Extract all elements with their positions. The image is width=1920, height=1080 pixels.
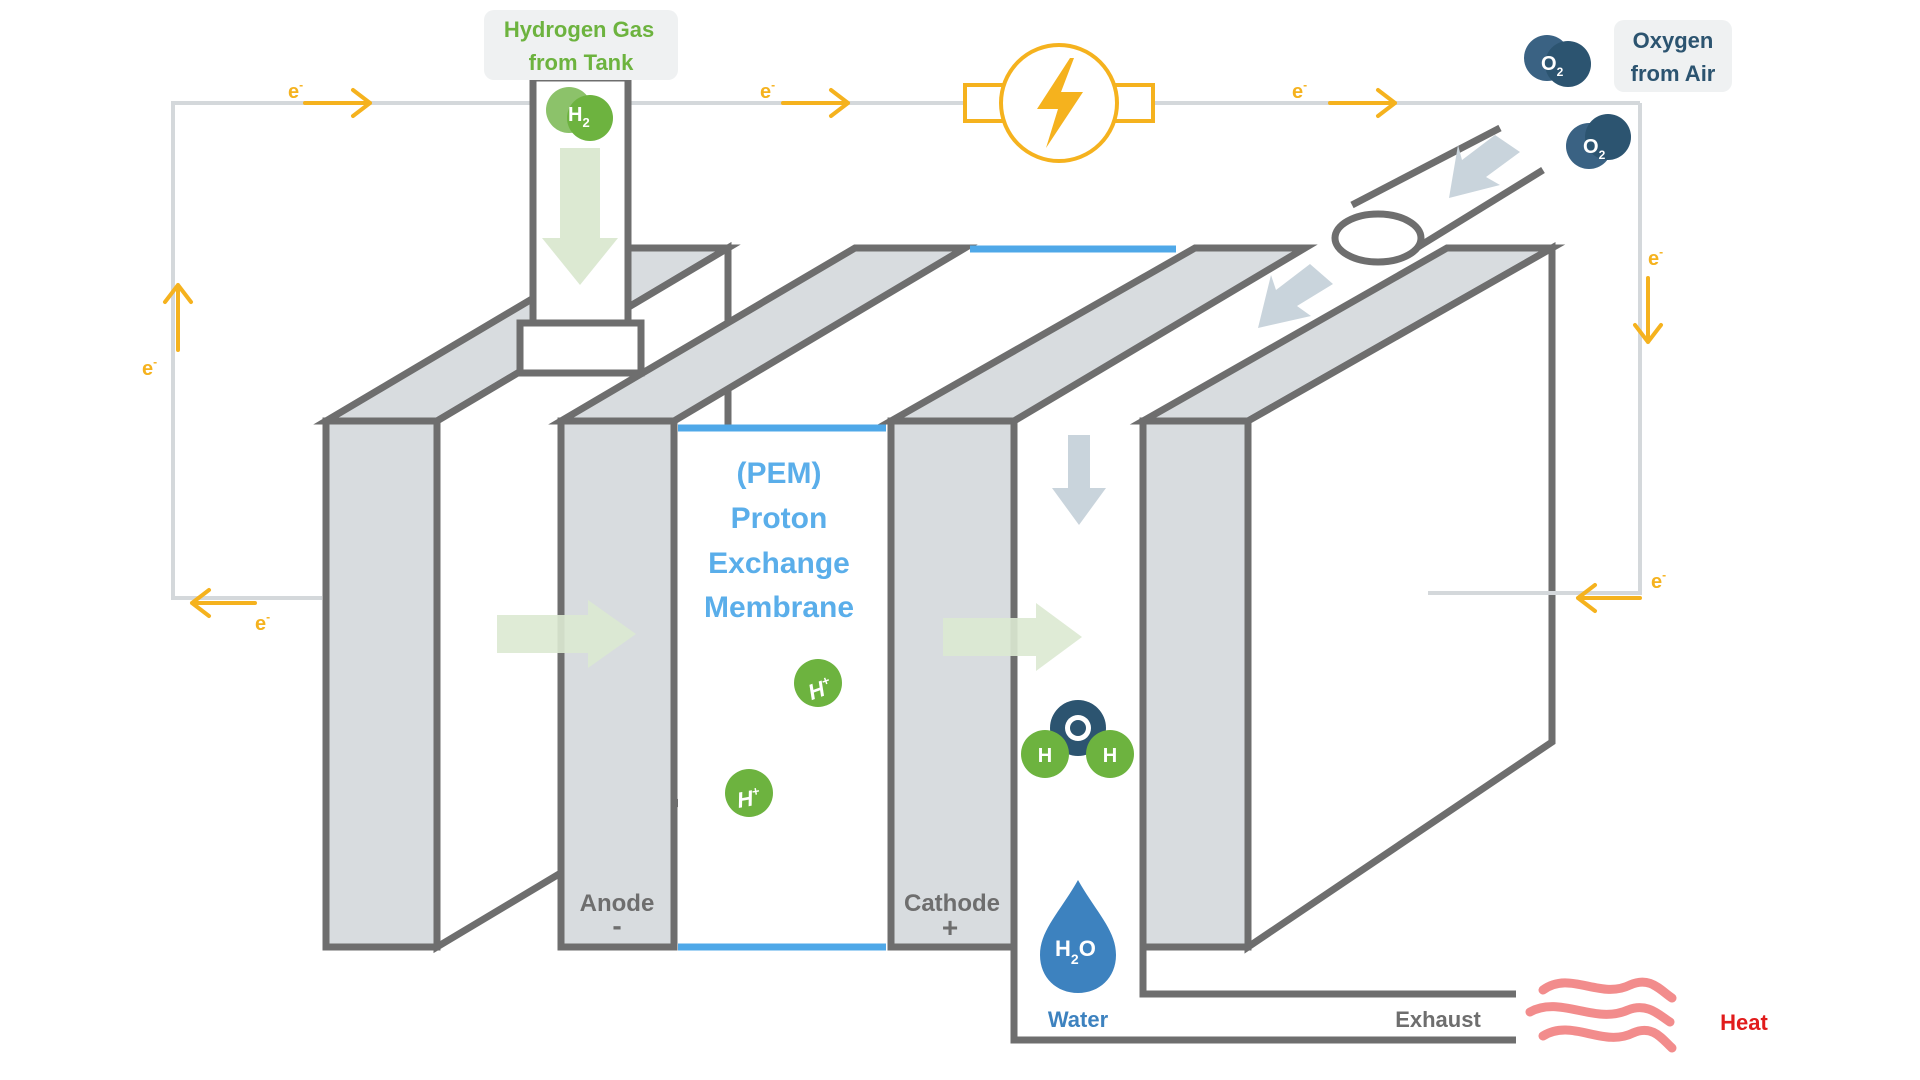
anode-label: Anode - — [580, 890, 655, 941]
h2-molecule: H2 — [546, 87, 613, 141]
svg-text:e-: e- — [142, 355, 157, 380]
svg-text:Proton: Proton — [731, 502, 828, 535]
svg-text:e-: e- — [255, 610, 270, 635]
svg-text:e-: e- — [760, 78, 775, 103]
o2-molecule-inlet: O2 — [1566, 114, 1631, 169]
proton-ion-upper: H+ — [794, 659, 842, 707]
heat-label: Heat — [1720, 1010, 1768, 1035]
svg-text:H2O: H2O — [1055, 936, 1096, 967]
svg-text:H+: H+ — [735, 783, 763, 813]
electron-arrows — [163, 88, 1663, 618]
svg-text:(PEM): (PEM) — [737, 457, 822, 490]
water-molecule: H H O — [1021, 700, 1134, 778]
cathode-plate — [877, 244, 1318, 951]
svg-text:Cathode: Cathode — [904, 890, 1000, 917]
exhaust-label: Exhaust — [1395, 1007, 1481, 1032]
svg-text:e-: e- — [1292, 78, 1307, 103]
o2-molecule-top: O2 — [1524, 35, 1591, 87]
svg-text:-: - — [612, 910, 621, 941]
svg-text:from Air: from Air — [1631, 61, 1716, 86]
flow-arrows — [497, 135, 1520, 671]
oxygen-inlet-pipe — [1331, 124, 1545, 266]
svg-text:from Tank: from Tank — [529, 50, 634, 75]
lightning-bolt-icon — [963, 43, 1155, 163]
svg-text:O2: O2 — [1583, 136, 1606, 162]
electron-labels: e- e- e- e- e- e- e- — [142, 78, 1666, 635]
pem-label: (PEM) Proton Exchange Membrane — [704, 457, 854, 624]
svg-text:e-: e- — [288, 78, 303, 103]
cathode-label: Cathode + — [904, 890, 1000, 943]
cathode-end-plate — [1129, 241, 1566, 954]
water-label: Water — [1048, 1007, 1109, 1032]
svg-text:+: + — [942, 912, 958, 943]
hydrogen-gas-label: Hydrogen Gas from Tank — [484, 10, 678, 80]
water-drop-icon: H2O — [1040, 880, 1116, 993]
proton-ion-lower: H+ — [725, 769, 773, 817]
svg-text:Anode: Anode — [580, 890, 655, 917]
oxygen-label: Oxygen from Air — [1614, 20, 1732, 92]
svg-text:Hydrogen Gas: Hydrogen Gas — [504, 17, 654, 42]
svg-text:Exchange: Exchange — [708, 547, 850, 580]
svg-text:Oxygen: Oxygen — [1633, 28, 1714, 53]
svg-text:e-: e- — [1651, 568, 1666, 593]
svg-text:Membrane: Membrane — [704, 591, 854, 624]
heat-waves-icon — [1525, 977, 1677, 1053]
svg-text:H: H — [1103, 745, 1117, 767]
proton-exchange-membrane — [678, 245, 1176, 951]
svg-text:e-: e- — [1648, 245, 1663, 270]
svg-text:H: H — [1038, 745, 1052, 767]
svg-text:H2: H2 — [568, 104, 590, 130]
anode-plate — [548, 244, 978, 951]
svg-text:O2: O2 — [1541, 53, 1564, 79]
